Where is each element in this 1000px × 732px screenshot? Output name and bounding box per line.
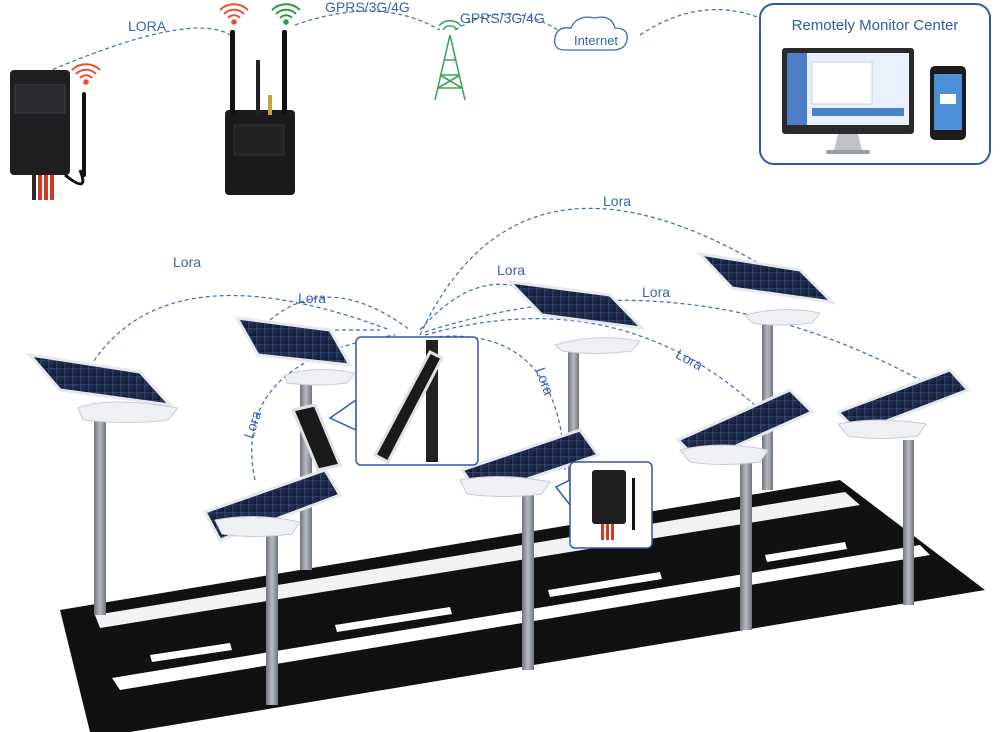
wireless-gateway (225, 30, 295, 195)
inset-pole-gateway (290, 336, 479, 472)
wifi-signal-icon (271, 3, 301, 25)
antenna (230, 30, 235, 115)
lora-label: Lora (603, 193, 632, 209)
gprs-link-label: GPRS/3G/4G (325, 0, 410, 15)
desktop-monitor-icon (782, 48, 914, 154)
internet-cloud-icon (554, 16, 628, 51)
monitor-center-title: Remotely Monitor Center (791, 17, 959, 34)
solar-street-light (675, 388, 815, 630)
solar-street-light (459, 428, 601, 670)
signal-icons (71, 3, 301, 85)
lora-arc-2 (419, 207, 771, 336)
gprs-link-label: GPRS/3G/4G (460, 10, 545, 26)
lora-label: Lora (497, 262, 526, 278)
link-internet-to-monitor (639, 9, 761, 36)
inset-charge-controller (554, 461, 653, 549)
internet-label: Internet (573, 33, 619, 48)
lora-label: Lora (642, 284, 671, 300)
solar-street-light (26, 352, 179, 615)
street-lights (26, 251, 971, 705)
monitor-center-box (759, 3, 991, 165)
solar-street-light (835, 368, 971, 605)
link-tower-to-internet (454, 13, 566, 36)
road-edge-line (95, 492, 860, 628)
wifi-signal-icon (219, 3, 249, 25)
smartphone-icon (930, 66, 966, 140)
lora-label: Lora (173, 254, 202, 270)
link-gateway-to-tower (294, 10, 441, 31)
solar-charge-controller (10, 70, 86, 200)
lane-markings (150, 542, 847, 662)
lora-arc-3 (424, 299, 921, 381)
antenna (282, 30, 287, 115)
lora-arc-1 (79, 295, 391, 386)
solar-street-light (505, 279, 647, 500)
lora-link-label: LORA (128, 18, 167, 34)
road-edge-line (112, 545, 930, 690)
link-controller-to-gateway (39, 27, 231, 76)
wifi-signal-icon (71, 63, 101, 85)
cell-tower-icon (434, 19, 466, 101)
antenna (82, 92, 86, 177)
lora-label: Lora (298, 290, 327, 306)
solar-street-light (202, 468, 343, 705)
